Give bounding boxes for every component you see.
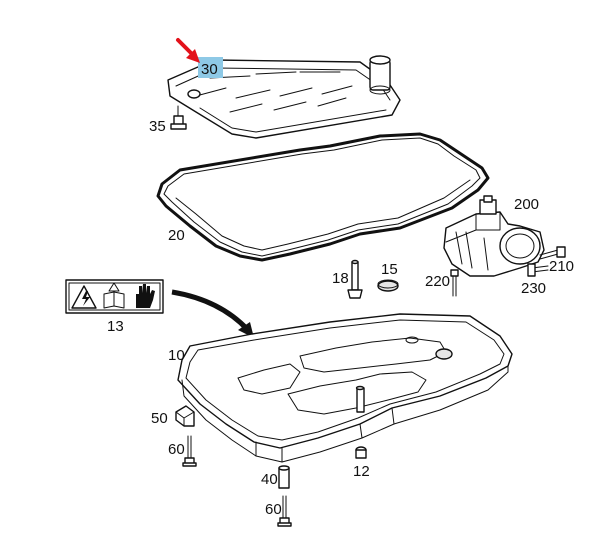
drain-plug[interactable]	[355, 446, 367, 459]
label-warning-label: 13	[107, 318, 124, 335]
label-oil-pan: 10	[168, 347, 185, 364]
manual-book-icon	[103, 291, 125, 309]
bolt-230[interactable]	[527, 263, 549, 277]
label-pin-18: 18	[332, 270, 349, 287]
label-clip-50: 50	[151, 410, 168, 427]
warning-label[interactable]	[65, 279, 164, 314]
bolt-220[interactable]	[450, 269, 459, 297]
bolt-60-top[interactable]	[182, 435, 197, 467]
label-actuator: 200	[514, 196, 539, 213]
label-sleeve-40: 40	[261, 471, 278, 488]
label-screw-35: 35	[149, 118, 166, 135]
highlight-box	[198, 57, 223, 78]
assembly-arrow-icon	[171, 289, 254, 338]
label-bolt-60-top: 60	[168, 441, 185, 458]
oil-pan[interactable]	[177, 313, 513, 463]
plug-15[interactable]	[377, 279, 399, 292]
screw-35[interactable]	[170, 105, 187, 130]
lightning-bolt-icon	[82, 291, 90, 306]
label-filter: 30	[201, 61, 218, 78]
transmission-filter[interactable]	[167, 55, 401, 139]
label-bolt-230: 230	[521, 280, 546, 297]
sleeve-40[interactable]	[278, 465, 290, 489]
label-drain-plug: 12	[353, 463, 370, 480]
gasket[interactable]	[156, 132, 490, 262]
filter-callout[interactable]: 30	[176, 38, 223, 78]
warning-triangle-icon	[108, 282, 120, 292]
label-bolt-210: 210	[549, 258, 574, 275]
label-bolt-60-bottom: 60	[265, 501, 282, 518]
label-plug-15: 15	[381, 261, 398, 278]
red-arrowhead-icon	[186, 49, 200, 63]
bolt-210[interactable]	[539, 246, 566, 260]
clip-50[interactable]	[175, 405, 195, 427]
pin-18[interactable]	[347, 259, 363, 299]
bolt-60-bottom[interactable]	[277, 495, 292, 527]
label-bolt-220: 220	[425, 273, 450, 290]
hand-icon	[136, 284, 155, 308]
electric-actuator[interactable]	[443, 195, 545, 277]
label-gasket: 20	[168, 227, 185, 244]
